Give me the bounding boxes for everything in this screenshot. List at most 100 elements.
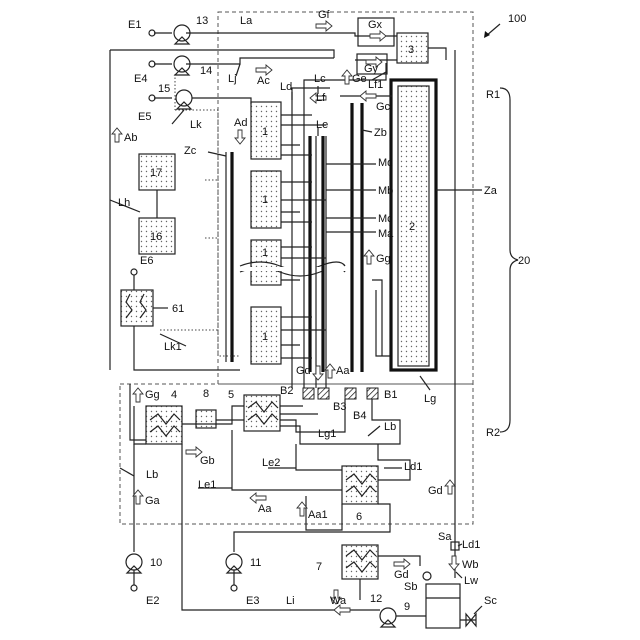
line-lf1-label: Lf1: [368, 79, 383, 91]
unit-8: [196, 410, 216, 428]
input-e6-port: [131, 269, 137, 275]
sensor-sb: [423, 572, 431, 580]
line-ld1-low-label: Ld1: [462, 539, 480, 551]
line-lb-left-label: Lb: [146, 469, 158, 481]
line-la: [186, 33, 397, 36]
flow-ab-label: Ab: [124, 132, 137, 144]
flow-aa-mid-label: Aa: [336, 365, 350, 377]
pump-15: [176, 90, 192, 109]
line-la-label: La: [240, 15, 253, 27]
unit-17-label: 17: [150, 167, 162, 179]
flow-gg-low-arrow: [133, 388, 143, 402]
line-li-label: Li: [286, 595, 295, 607]
pump-15-label: 15: [158, 83, 170, 95]
input-e3-port: [231, 585, 237, 591]
member-md-label: Md: [378, 157, 393, 169]
flow-gb-label: Gb: [200, 455, 215, 467]
input-e2-label: E2: [146, 595, 159, 607]
flow-aa-low-label: Aa: [258, 503, 272, 515]
line-lj-label: Lj: [228, 73, 237, 85]
region-r1-label: R1: [486, 89, 500, 101]
input-e3-label: E3: [246, 595, 259, 607]
flow-gc-arrow: [360, 91, 376, 101]
block-b2-a: [303, 388, 314, 399]
flow-gg-mid-label: Gg: [376, 253, 391, 265]
hx6-label: 6: [356, 511, 362, 523]
input-e1-label: E1: [128, 19, 141, 31]
fuel-cell-1-label: 1: [262, 126, 268, 138]
heat-exchanger-7: [342, 545, 378, 579]
line-lg1-label: Lg1: [318, 428, 336, 440]
flow-gx-arrow: [370, 31, 386, 41]
line-lk1-label: Lk1: [164, 341, 182, 353]
flow-ab-arrow: [112, 128, 122, 142]
sensor-sc-leader: [474, 606, 482, 614]
tank-9-label: 9: [404, 601, 410, 613]
line-lb-right-label: Lb: [384, 421, 396, 433]
flow-ad-arrow: [235, 130, 245, 144]
flow-wb-arrow: [449, 556, 459, 570]
member-mb-label: Mb: [378, 185, 393, 197]
member-mc-label: Mc: [378, 213, 393, 225]
input-e5-label: E5: [138, 111, 151, 123]
flow-gx-label: Gx: [368, 19, 383, 31]
flow-gf-arrow: [316, 21, 332, 31]
flow-ac-arrow: [256, 65, 272, 75]
line-ld-label: Ld: [280, 81, 292, 93]
pump-11-label: 11: [250, 557, 261, 569]
pump-10-label: 10: [150, 557, 162, 569]
line-le2: [296, 444, 342, 470]
line-lw-label: Lw: [464, 575, 478, 587]
member-zc-label: Zc: [184, 145, 197, 157]
group-20-brace: [500, 88, 518, 432]
hx4-label: 4: [171, 389, 177, 401]
side-channel: [372, 280, 382, 356]
flow-ge-arrow: [342, 70, 352, 84]
heat-exchanger-5: [244, 395, 280, 431]
group-20-label: 20: [518, 255, 530, 267]
heat-exchanger-4: [146, 406, 182, 444]
line-lh-label: Lh: [118, 197, 130, 209]
unit-3-label: 3: [408, 44, 414, 56]
heat-exchanger-6: [342, 466, 378, 504]
unit-16-label: 16: [150, 231, 162, 243]
input-e6-label: E6: [140, 255, 153, 267]
line-lk: [192, 98, 251, 104]
valve-sc: [460, 614, 476, 626]
input-e4-label: E4: [134, 73, 147, 85]
flow-wa-label: Wa: [330, 595, 347, 607]
flow-ad-label: Ad: [234, 117, 247, 129]
flow-gd-mid-label: Gd: [296, 365, 311, 377]
flow-ac-label: Ac: [257, 75, 270, 87]
line-lf-label: Lf: [316, 92, 326, 104]
block-b1-label: B1: [384, 389, 397, 401]
flow-gd-right-arrow: [445, 480, 455, 494]
line-lc-label: Lc: [314, 73, 326, 85]
flow-wb-label: Wb: [462, 559, 479, 571]
pump-12: [380, 608, 396, 627]
member-za-label: Za: [484, 185, 498, 197]
heater-61: [121, 290, 153, 326]
unit-2-label: 2: [409, 221, 415, 233]
unit-8-label: 8: [203, 388, 209, 400]
line-lh-loop: [110, 50, 334, 58]
hx5-label: 5: [228, 389, 234, 401]
flow-ge-label: Ge: [352, 73, 367, 85]
block-b1: [367, 388, 378, 399]
flow-gg-low-label: Gg: [145, 389, 160, 401]
flow-ga-label: Ga: [145, 495, 161, 507]
side-channel-return: [376, 290, 390, 356]
input-e2-port: [131, 585, 137, 591]
member-ma-label: Ma: [378, 228, 394, 240]
flow-gc-label: Gc: [376, 101, 391, 113]
line-ga: [134, 406, 146, 444]
figure-reference: 100: [508, 13, 526, 25]
pump-14: [174, 56, 190, 75]
region-r2-label: R2: [486, 427, 500, 439]
line-lk-label: Lk: [190, 119, 202, 131]
hx7-label: 7: [316, 561, 322, 573]
flow-gg-mid-arrow: [364, 250, 374, 264]
line-le2-label: Le2: [262, 457, 280, 469]
block-b4-label: B4: [353, 410, 366, 422]
